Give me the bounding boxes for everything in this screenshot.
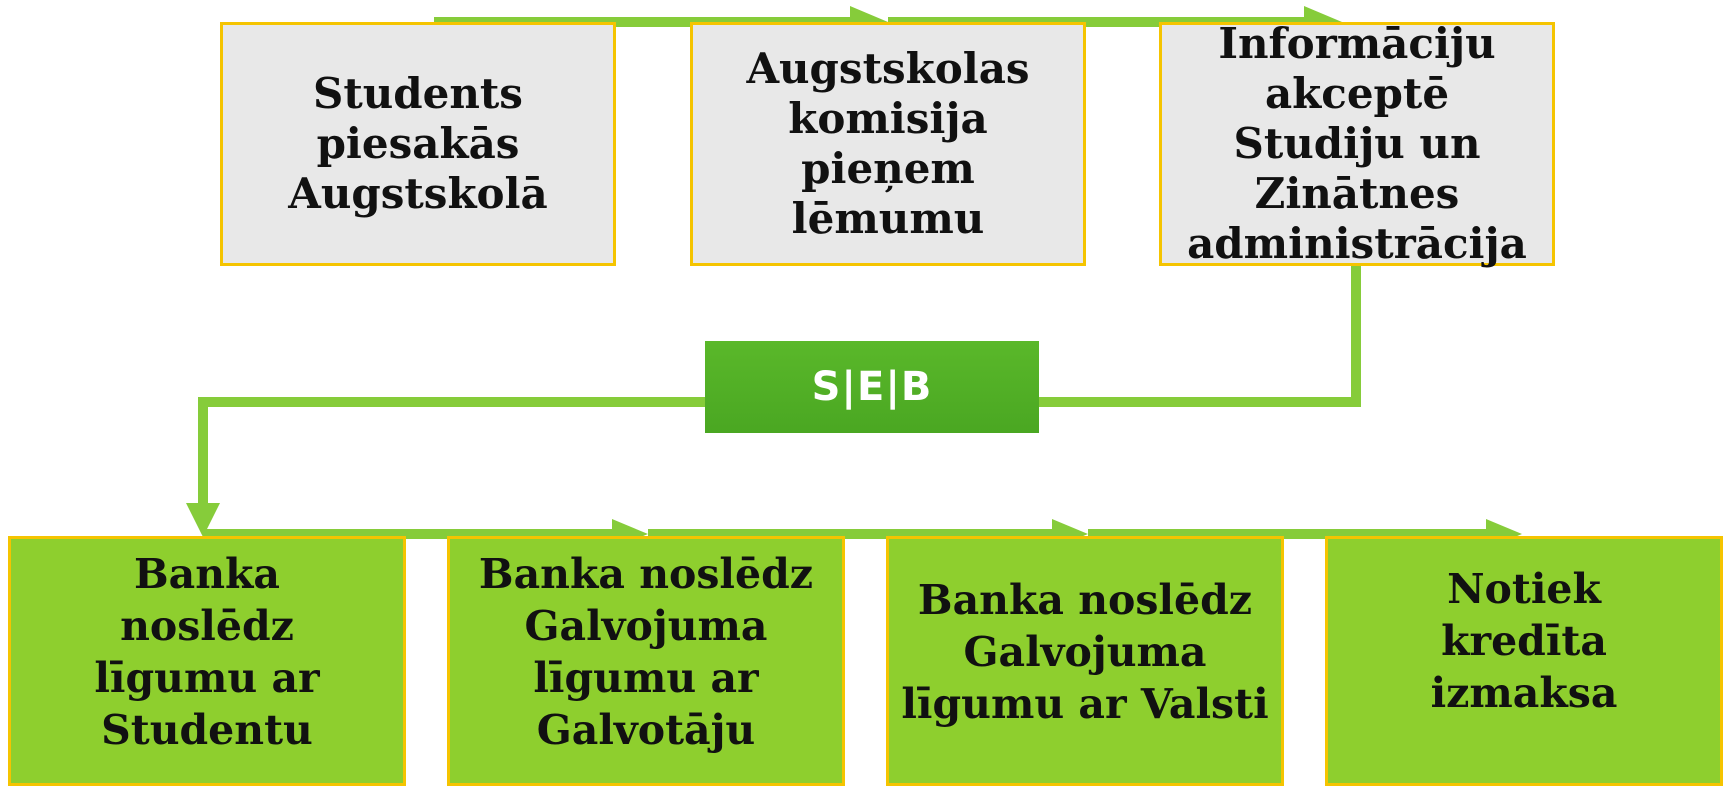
seb-logo-text: S|E|B bbox=[811, 364, 933, 410]
step-credit-payout: Notiek kredīta izmaksa bbox=[1325, 536, 1723, 786]
step-administration-accepts: Informāciju akceptē Studiju un Zinātnes … bbox=[1159, 19, 1555, 268]
seb-logo: S|E|B bbox=[705, 341, 1039, 433]
step-commission-decision: Augstskolas komisija pieņem lēmumu bbox=[690, 22, 1086, 266]
step-contract-student: Banka noslēdz līgumu ar Studentu bbox=[8, 536, 406, 786]
step-2-text: Augstskolas komisija pieņem lēmumu bbox=[746, 44, 1030, 243]
step-6-text: Banka noslēdz Galvojuma līgumu ar Valsti bbox=[901, 576, 1269, 728]
arrow-down-head bbox=[186, 503, 220, 537]
step-student-applies: Students piesakās Augstskolā bbox=[220, 22, 616, 266]
step-5-text: Banka noslēdz Galvojuma līgumu ar Galvot… bbox=[478, 550, 814, 754]
step-1-text: Students piesakās Augstskolā bbox=[288, 69, 548, 218]
step-3-text: Informāciju akceptē Studiju un Zinātnes … bbox=[1187, 19, 1527, 268]
step-7-text: Notiek kredīta izmaksa bbox=[1430, 565, 1618, 717]
connector-to-bank bbox=[1039, 264, 1361, 407]
connector-from-bank bbox=[198, 397, 705, 508]
step-4-text: Banka noslēdz līgumu ar Studentu bbox=[94, 550, 320, 754]
step-guarantee-state: Banka noslēdz Galvojuma līgumu ar Valsti bbox=[886, 536, 1284, 786]
step-guarantee-guarantor: Banka noslēdz Galvojuma līgumu ar Galvot… bbox=[447, 536, 845, 786]
